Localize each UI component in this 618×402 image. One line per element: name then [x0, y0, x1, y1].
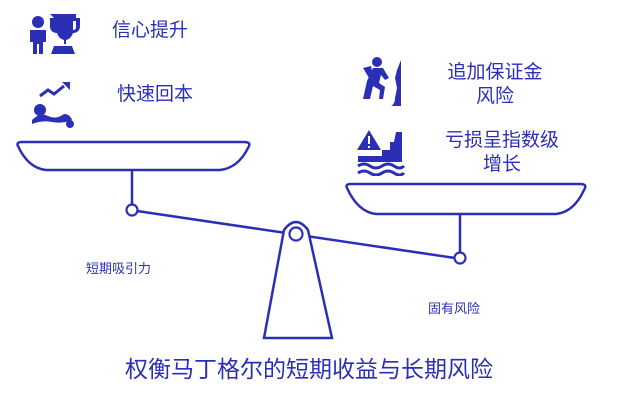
- warning-flood-icon: [357, 130, 406, 176]
- left-caption: 短期吸引力: [86, 262, 152, 277]
- left-item-label: 快速回本: [117, 83, 194, 105]
- right-caption: 固有风险: [428, 302, 481, 317]
- right-pan: [345, 182, 587, 216]
- climber-cliff-icon: [363, 57, 401, 106]
- rising-chart-swimmer-icon: [32, 82, 74, 128]
- right-item-label: 追加保证金 风险: [440, 60, 550, 108]
- trophy-person-icon: [30, 14, 80, 54]
- left-pivot: [125, 203, 139, 217]
- right-pivot: [453, 251, 467, 265]
- right-item-label: 亏损呈指数级 增长: [434, 128, 570, 176]
- right-item-label-line1: 追加保证金: [447, 61, 543, 83]
- diagram-title: 权衡马丁格尔的短期收益与长期风险: [125, 357, 493, 383]
- left-item-label: 信心提升: [112, 19, 189, 41]
- left-pan: [16, 140, 251, 172]
- fulcrum-stand: [262, 220, 334, 340]
- right-item-label-line2: 风险: [475, 85, 514, 107]
- right-item-label-line2: 增长: [482, 153, 521, 175]
- center-pivot: [288, 226, 304, 242]
- right-item-label-line1: 亏损呈指数级: [444, 129, 559, 151]
